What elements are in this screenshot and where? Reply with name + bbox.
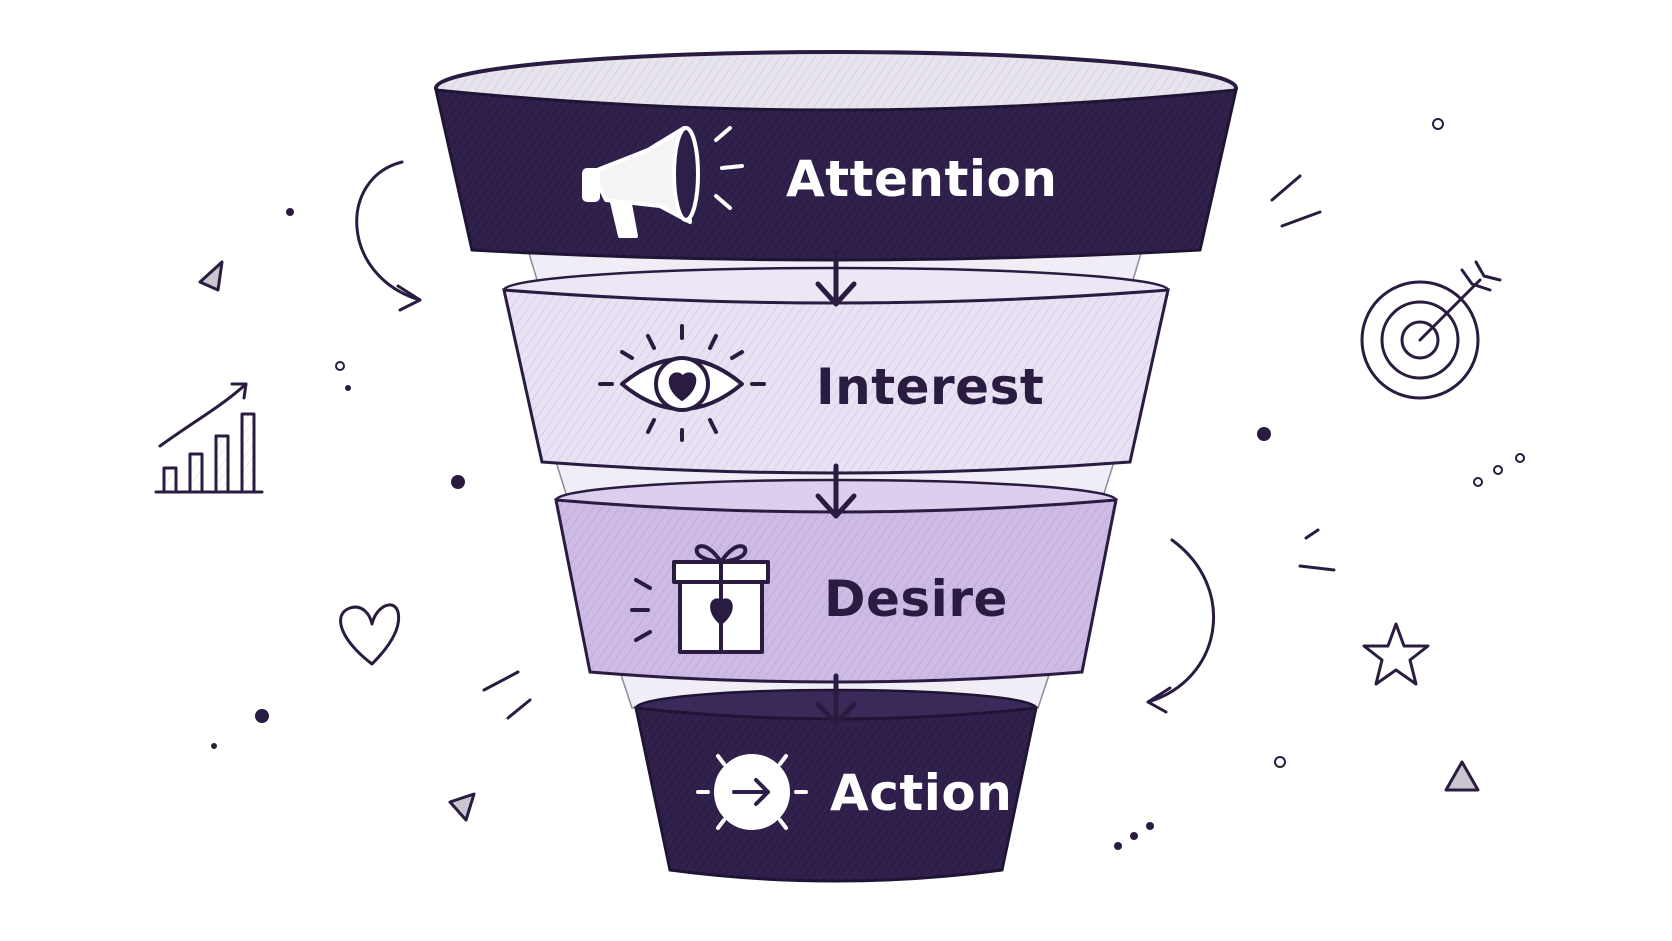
flow-arrow-1: [815, 249, 857, 307]
stage-label-desire: Desire: [824, 570, 1008, 628]
triangle-doodle-left-bottom: [448, 792, 476, 822]
dots-decoration: [211, 118, 1525, 850]
stage-band-interest: [502, 266, 1170, 475]
flow-arrow-2: [815, 463, 857, 519]
gift-heart-icon: [630, 544, 770, 654]
motion-lines-right-mid: [1298, 528, 1336, 572]
heart-doodle-icon: [339, 603, 401, 666]
eye-heart-icon: [598, 324, 766, 442]
curved-arrow-right-icon: [1146, 538, 1216, 714]
triangle-doodle-right: [1444, 760, 1480, 792]
stage-label-interest: Interest: [816, 358, 1044, 416]
curved-arrow-left-icon: [355, 160, 422, 312]
stage-band-action: [634, 688, 1038, 883]
arrow-circle-icon: [696, 754, 808, 830]
star-doodle-icon: [1362, 622, 1430, 686]
megaphone-icon: [582, 126, 744, 238]
target-arrow-icon: [1360, 260, 1502, 400]
motion-lines-right-top: [1270, 174, 1322, 228]
motion-lines-left-bottom: [482, 670, 532, 720]
stage-label-attention: Attention: [786, 150, 1058, 208]
triangle-doodle-left-top: [198, 260, 224, 292]
bar-chart-growth-icon: [154, 382, 264, 494]
stage-band-attention: [434, 88, 1238, 262]
flow-arrow-3: [815, 673, 857, 727]
stage-label-action: Action: [830, 764, 1012, 822]
